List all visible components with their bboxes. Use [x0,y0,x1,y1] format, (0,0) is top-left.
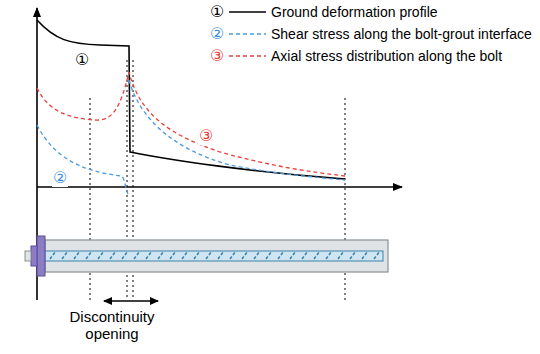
nut [31,246,37,266]
legend-callout-number: ① [210,3,224,21]
legend-callout-number: ② [210,25,224,43]
legend-callout-number: ③ [210,47,224,65]
legend-text: Ground deformation profile [271,4,438,20]
ground-deformation-curve [37,20,345,179]
shear-stress-curve [37,80,345,194]
bolt-bar [45,251,383,261]
legend-line-sample [229,55,266,56]
opening-label: Discontinuity opening [52,308,172,343]
bolt-end [25,251,31,261]
axial-stress-curve [37,72,345,176]
curve-callout-number: ② [52,169,68,187]
grout-column [45,240,388,272]
legend-line-sample [229,33,266,34]
bolt-thread [45,251,383,261]
face-plate [37,236,45,276]
curve-callout-number: ① [74,51,90,69]
legend-text: Axial stress distribution along the bolt [271,48,502,64]
curve-callout-number: ③ [198,127,214,145]
legend-line-sample [229,11,266,13]
opening-arrow [104,300,158,301]
legend-text: Shear stress along the bolt-grout interf… [271,26,532,42]
horizontal-axis [37,186,402,188]
